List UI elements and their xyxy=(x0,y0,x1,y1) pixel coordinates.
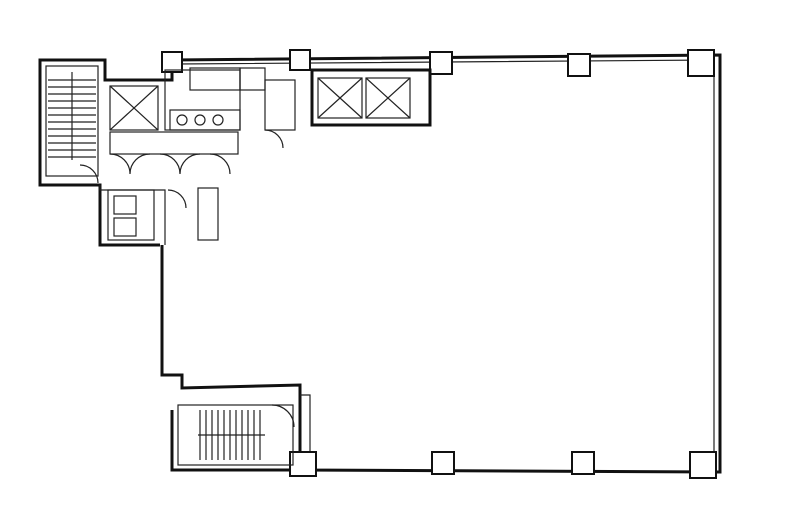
column xyxy=(429,51,453,75)
column xyxy=(161,51,183,73)
column xyxy=(689,451,717,479)
stair-northwest xyxy=(45,65,99,177)
column xyxy=(289,451,317,477)
column xyxy=(431,451,455,475)
structural-columns xyxy=(161,49,717,479)
column xyxy=(687,49,715,77)
elevator-left xyxy=(109,85,159,131)
elevator-right xyxy=(365,77,411,119)
restroom-core xyxy=(79,67,296,241)
column xyxy=(571,451,595,475)
column xyxy=(567,53,591,77)
elevator-hall xyxy=(310,68,432,127)
exterior-walls xyxy=(38,53,722,474)
elevator-center xyxy=(317,77,363,119)
column xyxy=(289,49,311,71)
stair-southwest xyxy=(177,404,295,466)
